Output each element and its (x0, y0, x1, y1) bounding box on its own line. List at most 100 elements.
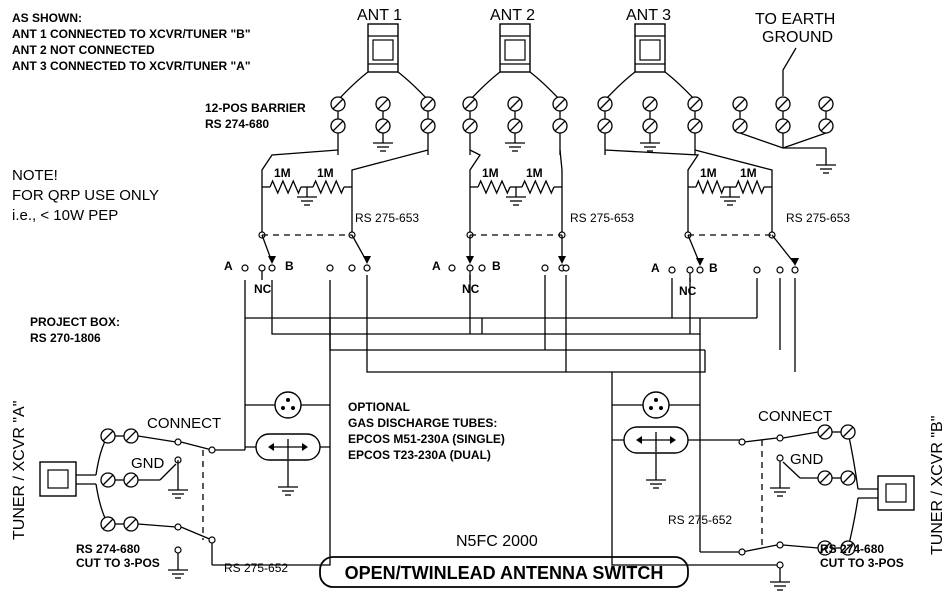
as-shown-line-2: ANT 2 NOT CONNECTED (12, 43, 155, 57)
switch-contact (562, 264, 570, 272)
feed-window (504, 39, 526, 61)
barrier-screw (818, 118, 834, 134)
earth-arrow (782, 47, 797, 96)
switch-contact (208, 446, 216, 454)
switch-label-2: RS 275-653 (570, 211, 634, 225)
resistor-1m (269, 179, 302, 195)
gdt-single (642, 391, 670, 419)
barrier-screw (462, 118, 478, 134)
switch-contact (326, 264, 334, 272)
contact-b-3: B (709, 261, 718, 275)
switch-contact (791, 266, 799, 274)
gnd-switch-label-a: RS 275-652 (224, 561, 288, 575)
antenna-group-2 (462, 23, 568, 152)
screw-terminal (123, 472, 139, 488)
barrier-screw (552, 118, 568, 134)
switch-contact (776, 541, 784, 549)
barrier-screw (597, 118, 613, 134)
contact-a-2: A (432, 259, 441, 273)
switch-label-3: RS 275-653 (786, 211, 850, 225)
gnd-label-b: GND (790, 451, 824, 468)
connect-label-a: CONNECT (147, 415, 221, 432)
earth-ground-terminals (732, 96, 836, 174)
barrier-screw (775, 118, 791, 134)
switch-contact (776, 266, 784, 274)
switch-contact (258, 264, 266, 272)
barrier-screw (375, 96, 391, 112)
contact-b-1: B (285, 259, 294, 273)
antenna-group-3 (597, 23, 703, 152)
resistor-1m (521, 179, 555, 195)
switch-contact (776, 454, 784, 462)
earth-label-line-1: TO EARTH (755, 11, 835, 28)
resistor-label: 1M (526, 166, 543, 180)
switch-contact (738, 548, 746, 556)
screw-terminal (100, 516, 116, 532)
output-sections (39, 424, 915, 591)
as-shown-heading: AS SHOWN: (12, 11, 82, 25)
ground-symbol (168, 480, 188, 499)
switch-contact (348, 264, 356, 272)
switch-contact (448, 264, 456, 272)
switch-contact (776, 561, 784, 569)
connect-label-b: CONNECT (758, 408, 832, 425)
switch-contact (776, 434, 784, 442)
credit-label: N5FC 2000 (456, 533, 538, 550)
switch-contact (208, 536, 216, 544)
contact-nc-2: NC (462, 282, 480, 296)
switch-contact (174, 546, 182, 554)
switch-arrow (363, 256, 371, 264)
ground-symbol (168, 560, 188, 579)
barrier-label-line-2: RS 274-680 (205, 117, 269, 131)
barrier-screw (552, 96, 568, 112)
switch-contact (753, 266, 761, 274)
switch-contact (696, 266, 704, 274)
tuner-a-label: TUNER / XCVR "A" (11, 401, 28, 540)
contact-labels: A B NC A B NC A B NC (224, 259, 718, 298)
ground-symbol (770, 478, 790, 497)
gdt-note-line-2: GAS DISCHARGE TUBES: (348, 416, 497, 430)
note-heading: NOTE! (12, 167, 58, 184)
antenna-groups (330, 23, 836, 174)
screw-terminal (100, 472, 116, 488)
barrier-screw (375, 118, 391, 134)
ant-1-label: ANT 1 (357, 7, 402, 24)
tuner-b-label: TUNER / XCVR "B" (929, 416, 946, 555)
resistor-label: 1M (740, 166, 757, 180)
ground-symbol (373, 133, 393, 152)
terminal-label-b-2: CUT TO 3-POS (820, 556, 904, 570)
resistor-1m (735, 179, 765, 195)
barrier-screw (462, 96, 478, 112)
note-line-2: i.e., < 10W PEP (12, 207, 118, 224)
barrier-screw (507, 118, 523, 134)
qrp-note: NOTE! FOR QRP USE ONLY i.e., < 10W PEP (12, 167, 159, 224)
note-line-1: FOR QRP USE ONLY (12, 187, 159, 204)
as-shown-line-1: ANT 1 CONNECTED TO XCVR/TUNER "B" (12, 27, 251, 41)
ground-symbol (816, 155, 836, 174)
resistor-label: 1M (317, 166, 334, 180)
resistor-1m (477, 179, 511, 195)
switch-arrow (791, 258, 799, 266)
switch-contact (174, 523, 182, 531)
rotary-switch-1 (241, 231, 371, 280)
title-frame (319, 556, 689, 588)
screw-terminal (840, 470, 856, 486)
gdt-single (274, 391, 302, 419)
title: OPEN/TWINLEAD ANTENNA SWITCH (345, 563, 664, 583)
switch-contact (668, 266, 676, 274)
switch-contact (174, 438, 182, 446)
ground-symbol (505, 133, 525, 152)
screw-terminal (817, 470, 833, 486)
tuner-b-output (699, 424, 915, 591)
contact-a-3: A (651, 261, 660, 275)
gdt-dual (623, 426, 689, 489)
rotary-switches (241, 231, 799, 282)
contact-a-1: A (224, 259, 233, 273)
switch-contact (466, 264, 474, 272)
barrier-screw (420, 96, 436, 112)
